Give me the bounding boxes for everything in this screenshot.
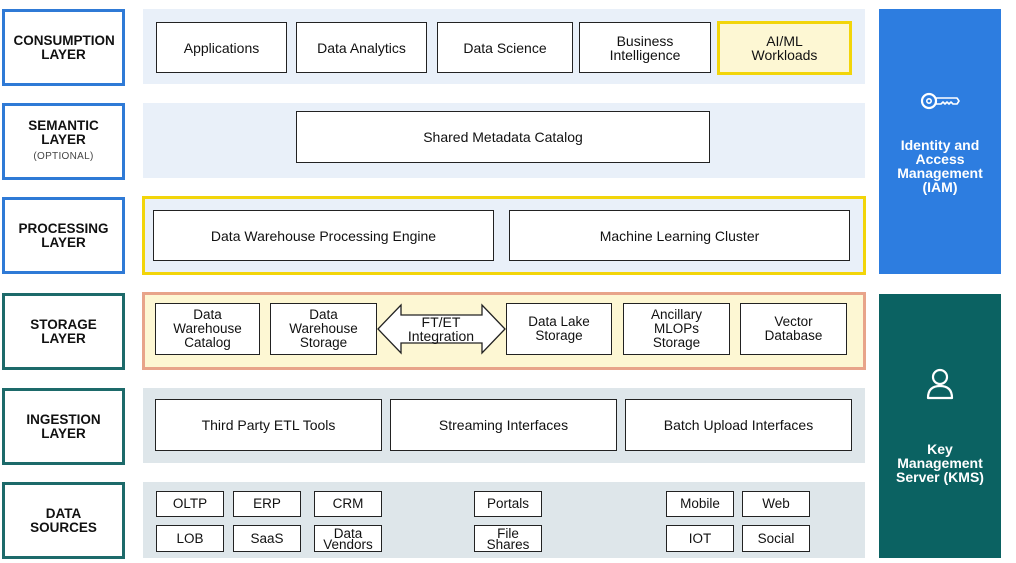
- layer-label-processing: PROCESSING LAYER: [2, 197, 125, 274]
- box-label: SaaS: [250, 530, 284, 546]
- layer-label-ingestion: INGESTION LAYER: [2, 388, 125, 465]
- box-label: Third Party ETL Tools: [201, 417, 336, 433]
- box-label: Data Lake Storage: [528, 314, 590, 343]
- layer-label-storage: STORAGE LAYER: [2, 293, 125, 370]
- layer-label-consumption: CONSUMPTION LAYER: [2, 9, 125, 86]
- consumption-box-data-analytics: Data Analytics: [296, 22, 427, 73]
- layer-label-text: DATA SOURCES: [30, 505, 97, 535]
- source-box-crm: CRM: [314, 491, 382, 517]
- source-box-iot: IOT: [666, 525, 734, 552]
- box-label: Data Science: [463, 39, 547, 56]
- source-box-data-vendors: Data Vendors: [314, 525, 382, 552]
- ingestion-box-streaming: Streaming Interfaces: [390, 399, 617, 451]
- source-box-social: Social: [742, 525, 810, 552]
- box-label: Data Warehouse Catalog: [173, 307, 242, 350]
- iam-panel: Identity and Access Management (IAM): [879, 9, 1001, 274]
- box-label: Ancillary MLOPs Storage: [650, 307, 702, 350]
- box-label: Data Warehouse Storage: [289, 307, 358, 350]
- box-label: Business Intelligence: [609, 32, 681, 63]
- box-label: Web: [762, 496, 790, 511]
- processing-box-ml-cluster: Machine Learning Cluster: [509, 210, 850, 261]
- box-label: FT/ET Integration: [407, 314, 475, 344]
- source-box-portals: Portals: [474, 491, 542, 517]
- source-box-web: Web: [742, 491, 810, 517]
- key-icon: [920, 92, 960, 109]
- layer-label-text: INGESTION LAYER: [26, 411, 101, 441]
- consumption-box-ai-ml-workloads: AI/ML Workloads: [717, 21, 852, 75]
- storage-box-mlops: Ancillary MLOPs Storage: [623, 303, 730, 355]
- box-label: LOB: [176, 530, 204, 546]
- box-label: Streaming Interfaces: [438, 417, 569, 433]
- storage-box-dw-storage: Data Warehouse Storage: [270, 303, 377, 355]
- source-box-file-shares: File Shares: [474, 525, 542, 552]
- box-label: Shared Metadata Catalog: [423, 129, 583, 145]
- box-label: AI/ML Workloads: [751, 33, 818, 63]
- box-label: Batch Upload Interfaces: [663, 417, 814, 433]
- ingestion-box-batch-upload: Batch Upload Interfaces: [625, 399, 852, 451]
- storage-box-data-lake: Data Lake Storage: [506, 303, 612, 355]
- box-label: Portals: [486, 496, 530, 511]
- box-label: CRM: [332, 496, 364, 511]
- integration-label: FT/ET Integration: [400, 315, 482, 343]
- storage-box-dw-catalog: Data Warehouse Catalog: [155, 303, 260, 355]
- storage-box-vector-db: Vector Database: [740, 303, 847, 355]
- layer-label-text: STORAGE LAYER: [30, 316, 97, 346]
- consumption-box-data-science: Data Science: [437, 22, 573, 73]
- iam-label: Identity and Access Management (IAM): [897, 136, 983, 195]
- box-label: Applications: [183, 39, 260, 56]
- source-box-saas: SaaS: [233, 525, 301, 552]
- source-box-lob: LOB: [156, 525, 224, 552]
- kms-label: Key Management Server (KMS): [896, 441, 984, 485]
- processing-box-dw-engine: Data Warehouse Processing Engine: [153, 210, 494, 261]
- layer-label-semantic: SEMANTIC LAYER (OPTIONAL): [2, 103, 125, 180]
- ingestion-box-etl-tools: Third Party ETL Tools: [155, 399, 382, 451]
- box-label: Machine Learning Cluster: [599, 227, 760, 244]
- box-label: Vector Database: [764, 314, 823, 343]
- box-label: Data Vendors: [323, 525, 373, 552]
- source-box-mobile: Mobile: [666, 491, 734, 517]
- box-label: IOT: [688, 530, 712, 546]
- box-label: Mobile: [680, 496, 720, 511]
- semantic-box-metadata-catalog: Shared Metadata Catalog: [296, 111, 710, 163]
- box-label: ERP: [253, 496, 281, 511]
- kms-panel: Key Management Server (KMS): [879, 294, 1001, 558]
- layer-label-text: PROCESSING LAYER: [18, 220, 109, 250]
- source-box-erp: ERP: [233, 491, 301, 517]
- consumption-box-business-intelligence: Business Intelligence: [579, 22, 711, 73]
- box-label: File Shares: [486, 525, 530, 552]
- box-label: Social: [757, 530, 795, 546]
- layer-label-note: (OPTIONAL): [33, 151, 94, 162]
- layer-label-text: SEMANTIC LAYER: [28, 118, 99, 147]
- consumption-box-applications: Applications: [156, 22, 287, 73]
- box-label: Data Analytics: [317, 39, 406, 56]
- person-icon: [926, 368, 954, 400]
- integration-arrow: [377, 303, 506, 355]
- source-box-oltp: OLTP: [156, 491, 224, 517]
- layer-label-text: CONSUMPTION LAYER: [13, 32, 115, 62]
- layer-label-data-sources: DATA SOURCES: [2, 482, 125, 559]
- box-label: Data Warehouse Processing Engine: [210, 227, 437, 244]
- box-label: OLTP: [172, 496, 208, 511]
